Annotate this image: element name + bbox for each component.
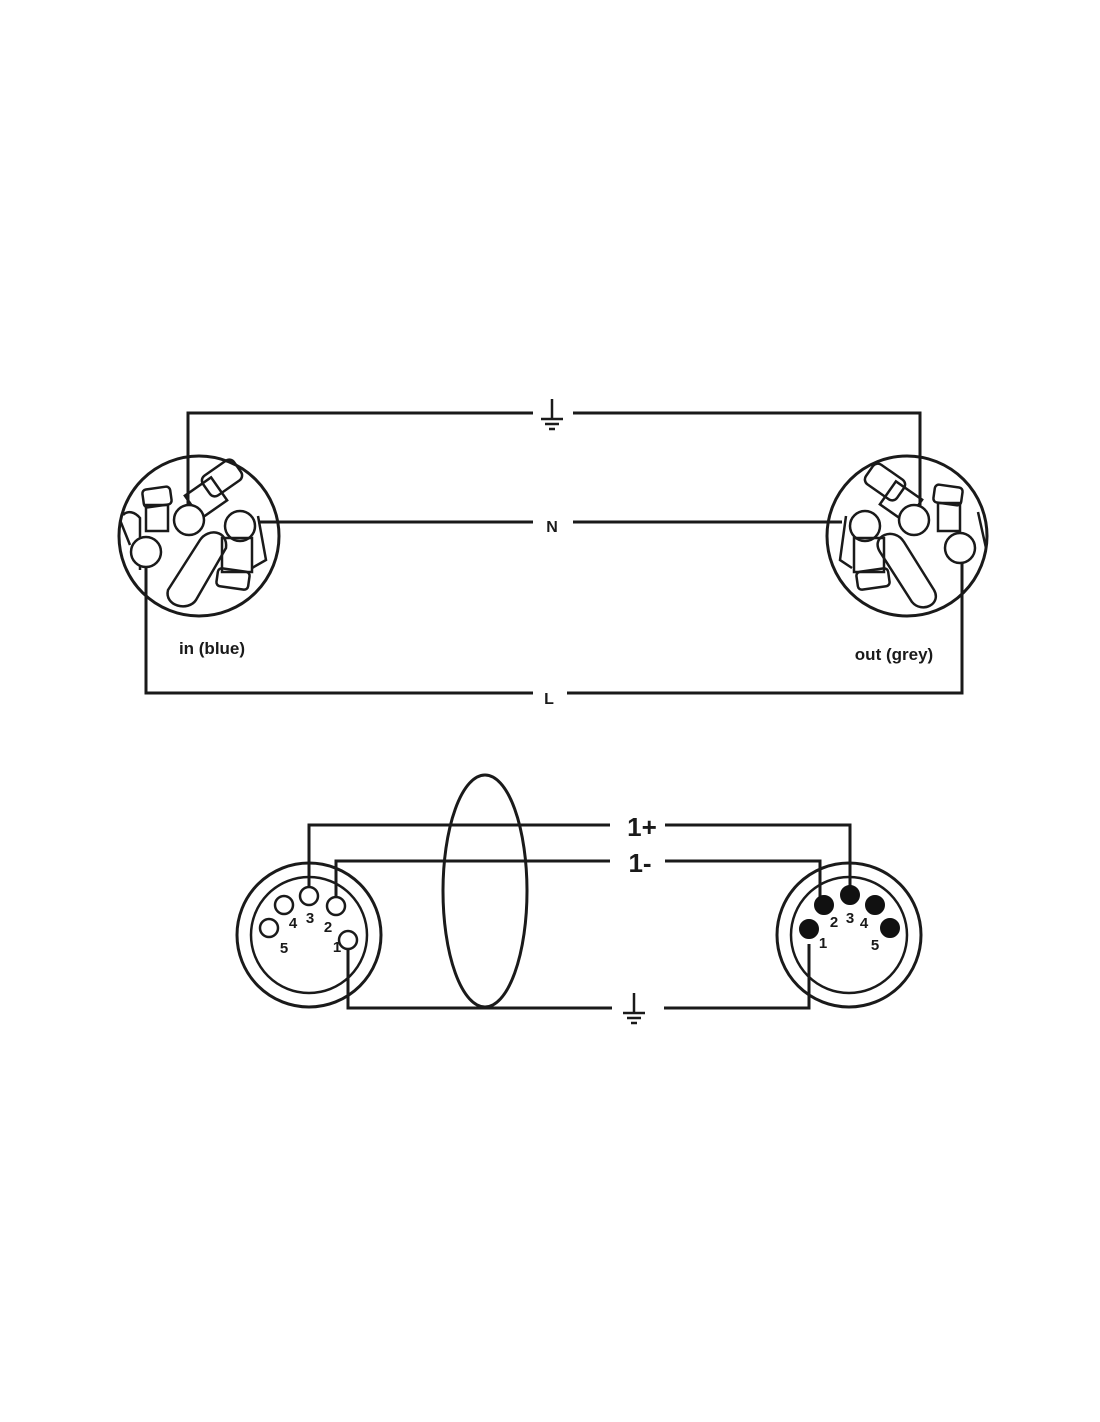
pin-2-icon: [325, 895, 347, 917]
ground-icon: [541, 399, 563, 431]
pin-label: 1: [333, 939, 341, 956]
powercon-in-connector: [117, 454, 281, 618]
earth-wire: [186, 411, 922, 514]
pin-1-icon: [799, 919, 819, 939]
cable-shield-ellipse: [441, 773, 529, 1009]
data-minus-wire: [334, 859, 822, 902]
powercon-out-connector: [825, 454, 989, 618]
shield-wire: [346, 944, 811, 1010]
pin-label: 1: [819, 935, 827, 952]
pin-label: 4: [860, 915, 869, 932]
xlr5-female-connector: 3 2 1 4 5: [235, 861, 383, 1009]
pin-earth-icon: [172, 503, 206, 537]
ground-icon: [623, 993, 645, 1025]
live-wire: [144, 558, 964, 695]
pin-1-icon: [337, 929, 359, 951]
pin-neutral-icon: [223, 509, 257, 543]
pin-4-icon: [865, 895, 885, 915]
pin-live-icon: [943, 531, 977, 565]
pin-label: 2: [830, 914, 838, 931]
xlr5-male-connector: 3 2 1 4 5: [775, 861, 923, 1009]
power-cable-diagram: N L in (blue): [117, 399, 989, 708]
pin-label: 3: [306, 910, 314, 927]
in-label: in (blue): [179, 639, 245, 658]
pin-label: 4: [289, 915, 298, 932]
data-minus-label: 1-: [628, 848, 651, 878]
pin-live-icon: [129, 535, 163, 569]
live-label: L: [544, 691, 554, 708]
pin-3-icon: [840, 885, 860, 905]
pin-5-icon: [880, 918, 900, 938]
out-label: out (grey): [855, 645, 933, 664]
pin-neutral-icon: [848, 509, 882, 543]
neutral-label: N: [546, 519, 558, 536]
pin-5-icon: [258, 917, 280, 939]
pin-3-icon: [298, 885, 320, 907]
pin-label: 5: [280, 940, 288, 957]
pin-earth-icon: [897, 503, 931, 537]
pin-label: 3: [846, 910, 854, 927]
data-plus-label: 1+: [627, 812, 657, 842]
pin-4-icon: [273, 894, 295, 916]
pin-label: 2: [324, 919, 332, 936]
pin-2-icon: [814, 895, 834, 915]
data-plus-wire: [307, 823, 852, 887]
dmx-cable-diagram: 1+ 1- 3 2 1 4 5: [235, 773, 923, 1025]
pin-label: 5: [871, 937, 879, 954]
